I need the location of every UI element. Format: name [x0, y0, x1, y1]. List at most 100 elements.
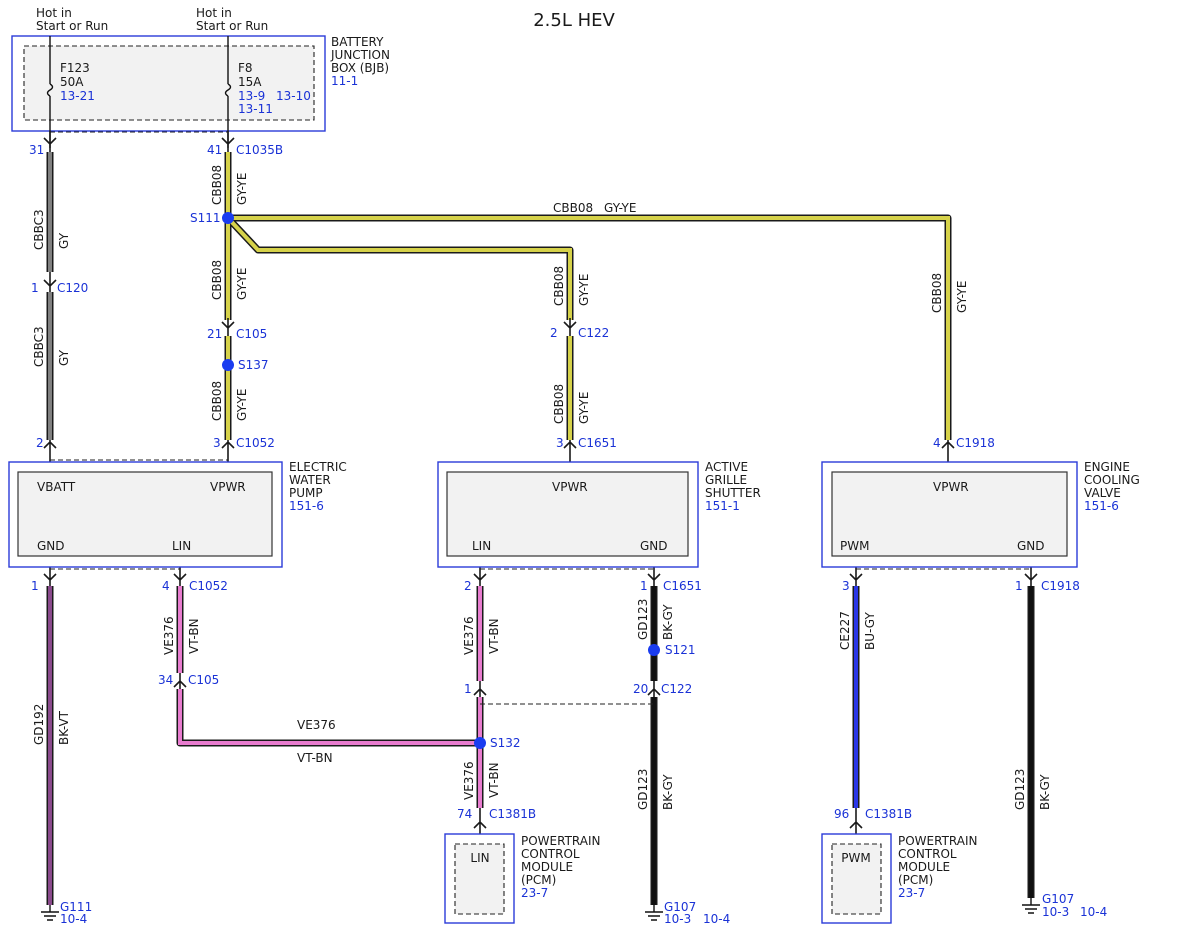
connector-c105b-name[interactable]: C105 [188, 673, 219, 687]
ground-g111: G111 10-4 [41, 900, 92, 926]
connector-c1381a-mark [473, 808, 487, 834]
fuse-f123-ref[interactable]: 13-21 [60, 89, 95, 103]
wire-label-gyye-2: GY-YE [235, 268, 249, 300]
wire-label-gd123-3: GD123 [1013, 769, 1027, 810]
connector-c1918c-name[interactable]: C1918 [1041, 579, 1080, 593]
ecv-name-line3: VALVE [1084, 486, 1121, 500]
pcm1-name-line3: MODULE [521, 860, 573, 874]
ground-g107-ecv-ref-2[interactable]: 10-4 [1080, 905, 1107, 919]
bjb-ref[interactable]: 11-1 [331, 74, 358, 88]
splice-s111 [222, 212, 234, 224]
splice-s137 [222, 359, 234, 371]
ground-g107-ags-icon [645, 905, 663, 921]
connector-c122c-mark [647, 681, 661, 697]
ecv-ref[interactable]: 151-6 [1084, 499, 1119, 513]
connector-c1381b-name[interactable]: C1381B [865, 807, 912, 821]
wire-label-gd123-1: GD123 [636, 599, 650, 640]
ecv-name-line1: ENGINE [1084, 460, 1130, 474]
ags-name-line3: SHUTTER [705, 486, 761, 500]
splice-s121 [648, 644, 660, 656]
connector-c1651c-mark [647, 567, 661, 586]
wire-label-gyye-1: GY-YE [235, 173, 249, 205]
wire-label-gyye-3: GY-YE [235, 389, 249, 421]
wire-label-cbb08-3: CBB08 [210, 381, 224, 421]
wire-label-cbb08-7: CBB08 [930, 273, 944, 313]
connector-c1381b-pin: 96 [834, 807, 849, 821]
connector-c1381a-pin: 74 [457, 807, 472, 821]
connector-c1918a-name[interactable]: C1918 [956, 436, 995, 450]
ecv-pin-pwm: PWM [840, 539, 869, 553]
ags-pin-vpwr: VPWR [552, 480, 588, 494]
wire-label-ve376-1: VE376 [162, 616, 176, 655]
connector-c122a-pin: 2 [550, 326, 558, 340]
connector-c1651b-pin: 2 [464, 579, 472, 593]
ewp-ref[interactable]: 151-6 [289, 499, 324, 513]
ags-name-line1: ACTIVE [705, 460, 748, 474]
ground-g111-ref[interactable]: 10-4 [60, 912, 87, 926]
ewp-name-line1: ELECTRIC [289, 460, 347, 474]
fuse-f123-icon [46, 83, 54, 97]
connector-c122a-name[interactable]: C122 [578, 326, 609, 340]
fuse-f8-ref-3[interactable]: 13-10 [276, 89, 311, 103]
fuse-f8-ref-2[interactable]: 13-11 [238, 102, 273, 116]
module-pcm-pwm[interactable]: PWM POWERTRAIN CONTROL MODULE (PCM) 23-7 [821, 833, 978, 924]
pcm2-name-line1: POWERTRAIN [898, 834, 978, 848]
wire-label-cbbc3-2: CBBC3 [32, 326, 46, 367]
connector-c41-mark [221, 131, 235, 152]
pcm1-name-line1: POWERTRAIN [521, 834, 601, 848]
connector-c1651a-name[interactable]: C1651 [578, 436, 617, 450]
connector-c1052b-name[interactable]: C1052 [236, 436, 275, 450]
wire-label-bkvt: BK-VT [57, 710, 71, 745]
wires [46, 152, 1035, 905]
ags-pin-gnd: GND [640, 539, 668, 553]
ground-g107-ags-name: G107 [664, 900, 696, 914]
connector-c1651c-name[interactable]: C1651 [663, 579, 702, 593]
ground-g107-ecv-ref-1[interactable]: 10-3 [1042, 905, 1069, 919]
connector-c1052a-mark [43, 440, 57, 462]
wire-label-cbb08-1: CBB08 [210, 165, 224, 205]
ground-g107-ags-ref-2[interactable]: 10-4 [703, 912, 730, 926]
ground-g107-ags-ref-1[interactable]: 10-3 [664, 912, 691, 926]
connector-marks [43, 131, 1038, 834]
module-engine-cooling-valve[interactable]: VPWR PWM GND ENGINE COOLING VALVE 151-6 [821, 460, 1140, 568]
module-active-grille-shutter[interactable]: VPWR LIN GND ACTIVE GRILLE SHUTTER 151-1 [437, 460, 761, 568]
pcm2-name-line2: CONTROL [898, 847, 957, 861]
ewp-name-line2: WATER [289, 473, 331, 487]
connector-c1052c-mark [43, 567, 57, 586]
fuse-f8-ref-1[interactable]: 13-9 [238, 89, 265, 103]
fuse-f123-id: F123 [60, 61, 90, 75]
bjb-body [24, 46, 314, 120]
wire-label-gy-2: GY [57, 349, 71, 366]
wire-label-cbb08-4: CBB08 [553, 201, 593, 215]
connector-c1052d-pin: 4 [162, 579, 170, 593]
module-pcm-lin[interactable]: LIN POWERTRAIN CONTROL MODULE (PCM) 23-7 [444, 833, 601, 924]
ground-g107-ecv-icon [1022, 898, 1040, 914]
ewp-pin-lin: LIN [172, 539, 191, 553]
connector-c120-name[interactable]: C120 [57, 281, 88, 295]
pcm1-name-line2: CONTROL [521, 847, 580, 861]
module-electric-water-pump[interactable]: VBATT VPWR GND LIN ELECTRIC WATER PUMP 1… [8, 460, 347, 568]
connector-c1052d-name[interactable]: C1052 [189, 579, 228, 593]
connector-c122c-name[interactable]: C122 [661, 682, 692, 696]
pcm2-ref[interactable]: 23-7 [898, 886, 925, 900]
connector-c122b-pin: 1 [464, 682, 472, 696]
ewp-pin-vbatt: VBATT [37, 480, 76, 494]
fuse-f8-id: F8 [238, 61, 253, 75]
fuse-f8-rating: 15A [238, 75, 262, 89]
connector-c105b-mark [173, 673, 187, 689]
ags-ref[interactable]: 151-1 [705, 499, 740, 513]
pcm1-ref[interactable]: 23-7 [521, 886, 548, 900]
ground-g107-ags: G107 10-3 10-4 [645, 900, 730, 926]
connector-c105a-name[interactable]: C105 [236, 327, 267, 341]
wire-ve376-outline [176, 586, 484, 808]
connector-c1381a-name[interactable]: C1381B [489, 807, 536, 821]
source-right-line1: Hot in [196, 6, 232, 20]
connector-c122b-mark [473, 681, 487, 697]
connector-c1651a-pin: 3 [556, 436, 564, 450]
connector-c31-pin: 31 [29, 143, 44, 157]
connector-c41-name[interactable]: C1035B [236, 143, 283, 157]
connector-c1052c-pin: 1 [31, 579, 39, 593]
wire-label-gy-1: GY [57, 232, 71, 249]
connector-labels: 31 41 C1035B 1 C120 21 C105 2 C122 2 3 C… [29, 143, 1080, 821]
ecv-pin-vpwr: VPWR [933, 480, 969, 494]
